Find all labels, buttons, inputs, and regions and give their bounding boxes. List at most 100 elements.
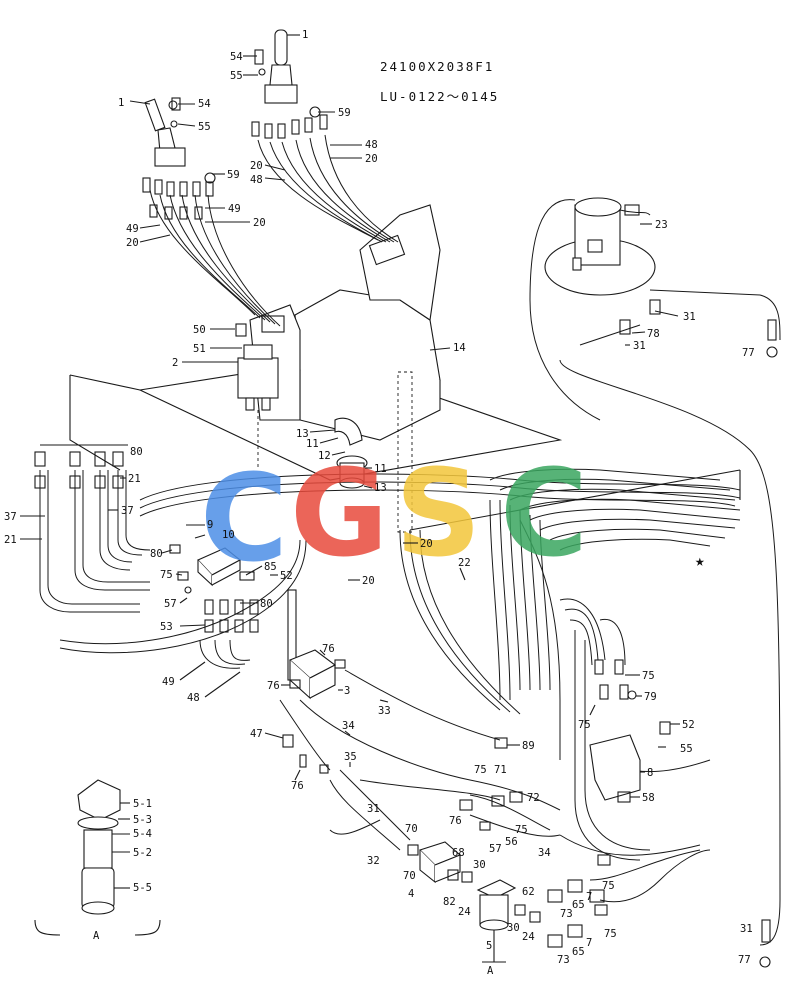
callout-5: 5 bbox=[486, 940, 492, 952]
callout-31-mid: 31 bbox=[633, 340, 646, 352]
operator-seat bbox=[249, 204, 441, 441]
right-pipe-run bbox=[519, 289, 781, 946]
callout-51: 51 bbox=[193, 343, 206, 355]
callout-34-low: 34 bbox=[538, 847, 551, 859]
joystick-hose-bundle-left bbox=[142, 177, 281, 327]
callout-10: 10 bbox=[222, 529, 235, 541]
bottom-hose-network bbox=[299, 699, 711, 903]
callout-75-b-a: 75 bbox=[602, 880, 615, 892]
callout-30-b: 30 bbox=[507, 922, 520, 934]
callout-35: 35 bbox=[344, 751, 357, 763]
detail-label-5-3: 5-3 bbox=[133, 814, 152, 826]
callout-20-right-a: 20 bbox=[365, 153, 378, 165]
callout-20-center-b: 20 bbox=[362, 575, 375, 587]
callout-labels: 1 1 54 55 54 55 59 59 48 20 20 48 49 20 … bbox=[4, 29, 755, 977]
callout-7-a: 7 bbox=[586, 891, 592, 903]
callout-1-left: 1 bbox=[118, 97, 124, 109]
callout-89: 89 bbox=[522, 740, 535, 752]
swivel-joint[interactable] bbox=[334, 371, 413, 533]
callout-23: 23 bbox=[655, 219, 668, 231]
callout-80-mid: 80 bbox=[150, 548, 163, 560]
star-marker: ★ bbox=[695, 551, 705, 570]
callout-77-bottom: 77 bbox=[738, 954, 751, 966]
callout-56: 56 bbox=[505, 836, 518, 848]
solenoid-block[interactable] bbox=[197, 547, 241, 587]
callout-58: 58 bbox=[642, 792, 655, 804]
callout-a-ref: A bbox=[487, 965, 494, 977]
callout-37-left: 37 bbox=[4, 511, 17, 523]
valve-4[interactable] bbox=[418, 841, 462, 884]
callout-21-top: 21 bbox=[128, 473, 141, 485]
callout-37-right: 37 bbox=[121, 505, 134, 517]
joystick-right[interactable] bbox=[254, 29, 298, 104]
callout-20-right-b: 20 bbox=[250, 160, 263, 172]
detail-a-inset bbox=[34, 779, 161, 936]
callout-80-top: 80 bbox=[130, 446, 143, 458]
callout-52-right: 52 bbox=[682, 719, 695, 731]
callout-75-low-a: 75 bbox=[474, 764, 487, 776]
callout-47: 47 bbox=[250, 728, 263, 740]
callout-22: 22 bbox=[458, 557, 471, 569]
part-number: 24100X2038F1 bbox=[380, 59, 494, 74]
callout-57-low: 57 bbox=[489, 843, 502, 855]
callout-48-low: 48 bbox=[187, 692, 200, 704]
callout-59-left: 59 bbox=[227, 169, 240, 181]
callout-76-b: 76 bbox=[267, 680, 280, 692]
callout-73-a: 73 bbox=[560, 908, 573, 920]
callout-48-right: 48 bbox=[365, 139, 378, 151]
callout-78: 78 bbox=[647, 328, 660, 340]
callout-49-left-b: 49 bbox=[126, 223, 139, 235]
joystick-left[interactable] bbox=[144, 97, 186, 167]
detail-label-5-1: 5-1 bbox=[133, 798, 152, 810]
callout-48-right-b: 48 bbox=[250, 174, 263, 186]
detail-ref-a: A bbox=[93, 930, 100, 942]
callout-59-right: 59 bbox=[338, 107, 351, 119]
callout-13-top: 13 bbox=[296, 428, 309, 440]
callout-79: 79 bbox=[644, 691, 657, 703]
callout-62: 62 bbox=[522, 886, 535, 898]
line-filter[interactable] bbox=[476, 879, 517, 931]
callout-80-low: 80 bbox=[260, 598, 273, 610]
callout-50: 50 bbox=[193, 324, 206, 336]
callout-55-right: 55 bbox=[230, 70, 243, 82]
callout-31-top: 31 bbox=[683, 311, 696, 323]
callout-11-top: 11 bbox=[306, 438, 319, 450]
watermark-letter-c2: C bbox=[500, 445, 588, 584]
detail-label-5-5: 5-5 bbox=[133, 882, 152, 894]
callout-33: 33 bbox=[378, 705, 391, 717]
callout-12: 12 bbox=[318, 450, 331, 462]
mid-fitting-cluster bbox=[199, 589, 297, 681]
watermark-letter-c1: C bbox=[200, 450, 288, 589]
callout-77-top: 77 bbox=[742, 347, 755, 359]
callout-9: 9 bbox=[207, 519, 213, 531]
callout-53: 53 bbox=[160, 621, 173, 633]
callout-2: 2 bbox=[172, 357, 178, 369]
watermark-letter-g: G bbox=[290, 445, 389, 584]
callout-4: 4 bbox=[408, 888, 414, 900]
callout-32: 32 bbox=[367, 855, 380, 867]
pilot-valve[interactable] bbox=[235, 323, 279, 470]
callout-55-left: 55 bbox=[198, 121, 211, 133]
callout-20-center-a: 20 bbox=[420, 538, 433, 550]
callout-7-b: 7 bbox=[586, 937, 592, 949]
callout-85: 85 bbox=[264, 561, 277, 573]
callout-75-right-a: 75 bbox=[642, 670, 655, 682]
joystick-hose-bundle-right bbox=[251, 114, 399, 243]
callout-70-b: 70 bbox=[403, 870, 416, 882]
callout-72: 72 bbox=[527, 792, 540, 804]
callout-11-mid: 11 bbox=[374, 463, 387, 475]
detail-label-5-2: 5-2 bbox=[133, 847, 152, 859]
watermark-letter-s: S bbox=[395, 445, 481, 584]
callout-20-left-b: 20 bbox=[126, 237, 139, 249]
callout-57-left: 57 bbox=[164, 598, 177, 610]
callout-31-low: 31 bbox=[367, 803, 380, 815]
serial-range: LU-0122～0145 bbox=[380, 89, 499, 104]
callout-82: 82 bbox=[443, 896, 456, 908]
callout-24-b: 24 bbox=[522, 931, 535, 943]
callout-55-right-low: 55 bbox=[680, 743, 693, 755]
callout-54-right: 54 bbox=[230, 51, 243, 63]
callout-3: 3 bbox=[344, 685, 350, 697]
callout-21-left: 21 bbox=[4, 534, 17, 546]
callout-75-b-b: 75 bbox=[604, 928, 617, 940]
